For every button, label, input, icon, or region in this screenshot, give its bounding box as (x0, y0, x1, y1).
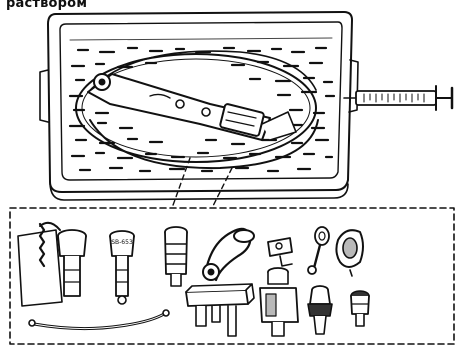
cap-with-chain-icon (18, 223, 86, 306)
hook-icon (308, 227, 329, 274)
syringe-icon (344, 86, 452, 110)
valve-icon (165, 227, 187, 286)
endoscope-icon (76, 51, 318, 168)
connector-icon (260, 268, 298, 336)
nozzle-icon (351, 291, 369, 326)
callout-lines (172, 158, 232, 208)
stopper-icon (203, 229, 254, 280)
plug-icon (308, 286, 332, 334)
tube-icon (29, 310, 169, 329)
clip-icon (268, 238, 292, 266)
manifold-icon (186, 284, 254, 336)
adapter-code-label: SB-653 (111, 239, 133, 246)
ring-icon (336, 230, 363, 276)
